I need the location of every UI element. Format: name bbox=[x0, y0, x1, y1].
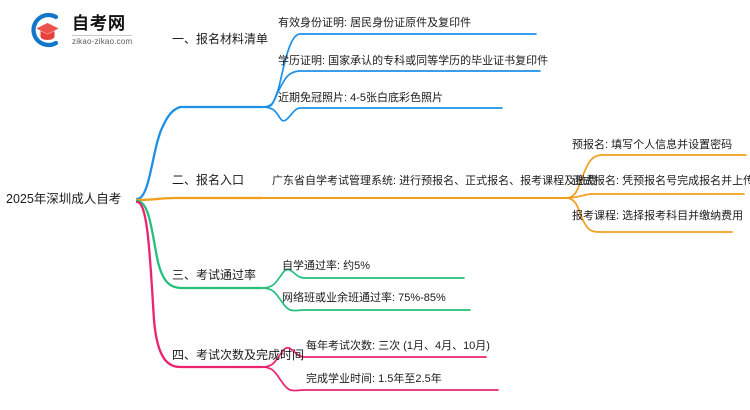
edge-branch1-leaf3 bbox=[261, 106, 503, 122]
leaf-node-3-1[interactable]: 自学通过率: 约5% bbox=[282, 260, 371, 272]
logo-title: 自考网 bbox=[72, 13, 126, 33]
branch-node-1[interactable]: 一、报名材料清单 bbox=[172, 32, 269, 46]
graduation-cap-icon bbox=[26, 10, 66, 50]
branch-node-3[interactable]: 三、考试通过率 bbox=[172, 268, 257, 282]
leaf-node-2-1-2[interactable]: 正式报名: 凭预报名号完成报名并上传材料 bbox=[572, 175, 750, 187]
leaf-node-2-1[interactable]: 广东省自学考试管理系统: 进行预报名、正式报名、报考课程及缴费 bbox=[272, 175, 598, 187]
edge-branch2-leaf2 bbox=[565, 193, 745, 199]
site-logo: 自考网 zikao-zikao.com bbox=[26, 8, 166, 52]
leaf-node-1-3[interactable]: 近期免冠照片: 4-5张白底彩色照片 bbox=[278, 92, 444, 104]
leaf-node-2-1-1[interactable]: 预报名: 填写个人信息并设置密码 bbox=[572, 139, 733, 151]
leaf-node-2-1-3[interactable]: 报考课程: 选择报考科目并缴纳费用 bbox=[572, 210, 744, 222]
edge-root-branch2 bbox=[135, 196, 264, 202]
leaf-node-1-2[interactable]: 学历证明: 国家承认的专科或同等学历的毕业证书复印件 bbox=[278, 55, 549, 67]
logo-url: zikao-zikao.com bbox=[72, 34, 133, 46]
leaf-node-1-1[interactable]: 有效身份证明: 居民身份证原件及复印件 bbox=[278, 17, 472, 29]
branch-node-2[interactable]: 二、报名入口 bbox=[172, 173, 245, 187]
edge-root-branch4 bbox=[135, 200, 264, 369]
leaf-node-3-2[interactable]: 网络班或业余班通过率: 75%-85% bbox=[282, 292, 446, 304]
mindmap-root-node[interactable]: 2025年深圳成人自考 bbox=[6, 192, 122, 206]
leaf-node-4-1[interactable]: 每年考试次数: 三次 (1月、4月、10月) bbox=[306, 340, 490, 352]
branch-node-4[interactable]: 四、考试次数及完成时间 bbox=[172, 348, 305, 362]
leaf-node-4-2[interactable]: 完成学业时间: 1.5年至2.5年 bbox=[306, 373, 442, 385]
